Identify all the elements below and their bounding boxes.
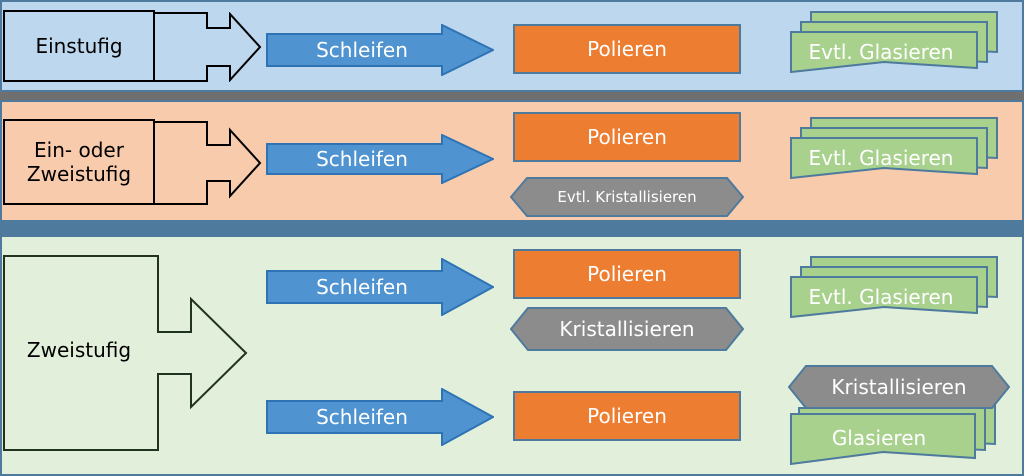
step-label-polieren-1: Polieren xyxy=(587,37,667,61)
step-evtl-glasieren-2: Evtl. Glasieren xyxy=(775,114,1009,182)
step-label-evtl-kristallisieren-2: Evtl. Kristallisieren xyxy=(557,188,697,206)
notch-arrow-ein-oder-zweistufig xyxy=(153,121,262,205)
step-polieren-3b: Polieren xyxy=(513,391,741,441)
process-arrow-schleifen-2: Schleifen xyxy=(266,134,494,184)
step-label-polieren-3b: Polieren xyxy=(587,404,667,428)
step-evtl-glasieren-3a: Evtl. Glasieren xyxy=(775,253,1009,321)
notch-arrow-einstufig xyxy=(153,12,262,82)
stage-label-zweistufig-3: Zweistufig xyxy=(26,338,132,362)
stage-label-einstufig: Einstufig xyxy=(35,34,123,58)
stage-box-zweistufig xyxy=(3,255,248,451)
stage-label-ein-oder: Ein- oder xyxy=(34,138,124,162)
band-separator-1 xyxy=(0,92,1024,100)
stage-label-zweistufig-2: Zweistufig xyxy=(26,162,132,186)
step-label-evtl-glasieren-1: Evtl. Glasieren xyxy=(808,40,954,64)
step-evtl-glasieren-1: Evtl. Glasieren xyxy=(775,8,1009,76)
process-arrow-label-schleifen-2: Schleifen xyxy=(316,147,408,171)
step-kristallisieren-3a: Kristallisieren xyxy=(510,307,744,351)
process-arrow-schleifen-3a: Schleifen xyxy=(266,258,494,316)
step-label-glasieren-3b: Glasieren xyxy=(831,426,927,450)
process-arrow-label-schleifen-3b: Schleifen xyxy=(316,405,408,429)
process-arrow-schleifen-3b: Schleifen xyxy=(266,388,494,446)
step-label-kristallisieren-3b: Kristallisieren xyxy=(831,375,967,399)
process-arrow-label-schleifen-1: Schleifen xyxy=(316,38,408,62)
step-polieren-1: Polieren xyxy=(513,24,741,74)
step-polieren-2: Polieren xyxy=(513,112,741,162)
stage-box-einstufig: Einstufig xyxy=(3,10,155,82)
step-label-evtl-glasieren-3a: Evtl. Glasieren xyxy=(808,285,954,309)
process-arrow-label-schleifen-3a: Schleifen xyxy=(316,275,408,299)
step-evtl-kristallisieren-2: Evtl. Kristallisieren xyxy=(510,177,744,217)
band-separator-2 xyxy=(0,222,1024,235)
step-kristallisieren-3b: Kristallisieren xyxy=(788,365,1010,409)
stage-box-ein-oder-zweistufig: Ein- oder Zweistufig xyxy=(3,119,155,205)
step-label-polieren-3a: Polieren xyxy=(587,262,667,286)
step-label-polieren-2: Polieren xyxy=(587,125,667,149)
step-label-kristallisieren-3a: Kristallisieren xyxy=(559,317,695,341)
step-glasieren-3b: Glasieren xyxy=(775,398,1009,468)
step-label-evtl-glasieren-2: Evtl. Glasieren xyxy=(808,146,954,170)
process-arrow-schleifen-1: Schleifen xyxy=(266,24,494,76)
step-polieren-3a: Polieren xyxy=(513,249,741,299)
